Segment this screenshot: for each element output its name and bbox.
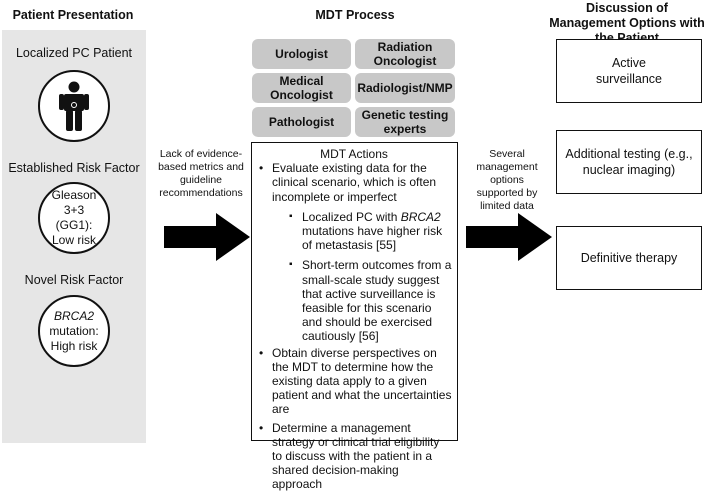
right-arrow-note: Several management options supported by … [476,148,538,212]
action-evaluate-text: Evaluate existing data for the clinical … [272,161,437,204]
specialist-medical-oncologist: Medical Oncologist [252,73,351,103]
left-arrow [164,213,250,261]
specialist-urologist: Urologist [252,39,351,69]
specialist-radiologist: Radiologist/NMP [355,73,455,103]
right-arrow [466,213,552,261]
novel-risk-label: Novel Risk Factor [24,273,124,287]
brca2-text: BRCA2 mutation: High risk [44,309,104,354]
brca2-italic: BRCA2 [53,308,94,323]
gleason-text: Gleason 3+3 (GG1): Low risk [51,188,97,247]
brca2-circle: BRCA2 mutation: High risk [38,295,110,367]
sub-action-brca2-italic: BRCA2 [400,209,441,224]
option-definitive-therapy: Definitive therapy [556,226,702,290]
option-additional-testing-text: Additional testing (e.g., nuclear imagin… [565,147,693,177]
option-active-surveillance: Active surveillance [556,39,702,103]
established-risk-label: Established Risk Factor [8,161,140,175]
sub-action-short-term: Short-term outcomes from a small-scale s… [272,258,452,343]
gleason-circle: Gleason 3+3 (GG1): Low risk [38,182,110,254]
specialist-radiation-oncologist: Radiation Oncologist [355,39,455,69]
sub-action-brca2-pre: Localized PC with [302,209,401,224]
specialist-pathologist: Pathologist [252,107,351,137]
mdt-process-header: MDT Process [315,8,395,22]
option-definitive-therapy-text: Definitive therapy [580,251,678,265]
action-evaluate: Evaluate existing data for the clinical … [256,161,452,343]
mdt-actions-box: MDT Actions Evaluate existing data for t… [251,142,458,491]
sub-action-short-term-text: Short-term outcomes from a small-scale s… [302,258,452,344]
patient-presentation-header: Patient Presentation [12,8,134,22]
specialist-genetic-testing: Genetic testing experts [355,107,455,137]
left-arrow-note: Lack of evidence-based metrics and guide… [158,148,244,199]
patient-icon [59,81,89,131]
option-additional-testing: Additional testing (e.g., nuclear imagin… [556,130,702,194]
action-strategy-text: Determine a management strategy or clini… [272,420,440,492]
action-perspectives-text: Obtain diverse perspectives on the MDT t… [272,345,452,417]
option-active-surveillance-text: Active surveillance [595,56,662,86]
localized-pc-label: Localized PC Patient [15,46,133,60]
mdt-actions-title: MDT Actions [320,147,388,161]
patient-circle [38,70,110,142]
mdt-actions-list: Evaluate existing data for the clinical … [256,161,452,491]
action-strategy: Determine a management strategy or clini… [256,421,452,492]
sub-action-brca2: Localized PC with BRCA2 mutations have h… [272,210,452,253]
sub-action-brca2-post: mutations have higher risk of metastasis… [302,224,443,253]
brca2-rest: mutation: High risk [49,323,99,353]
action-perspectives: Obtain diverse perspectives on the MDT t… [256,346,452,417]
